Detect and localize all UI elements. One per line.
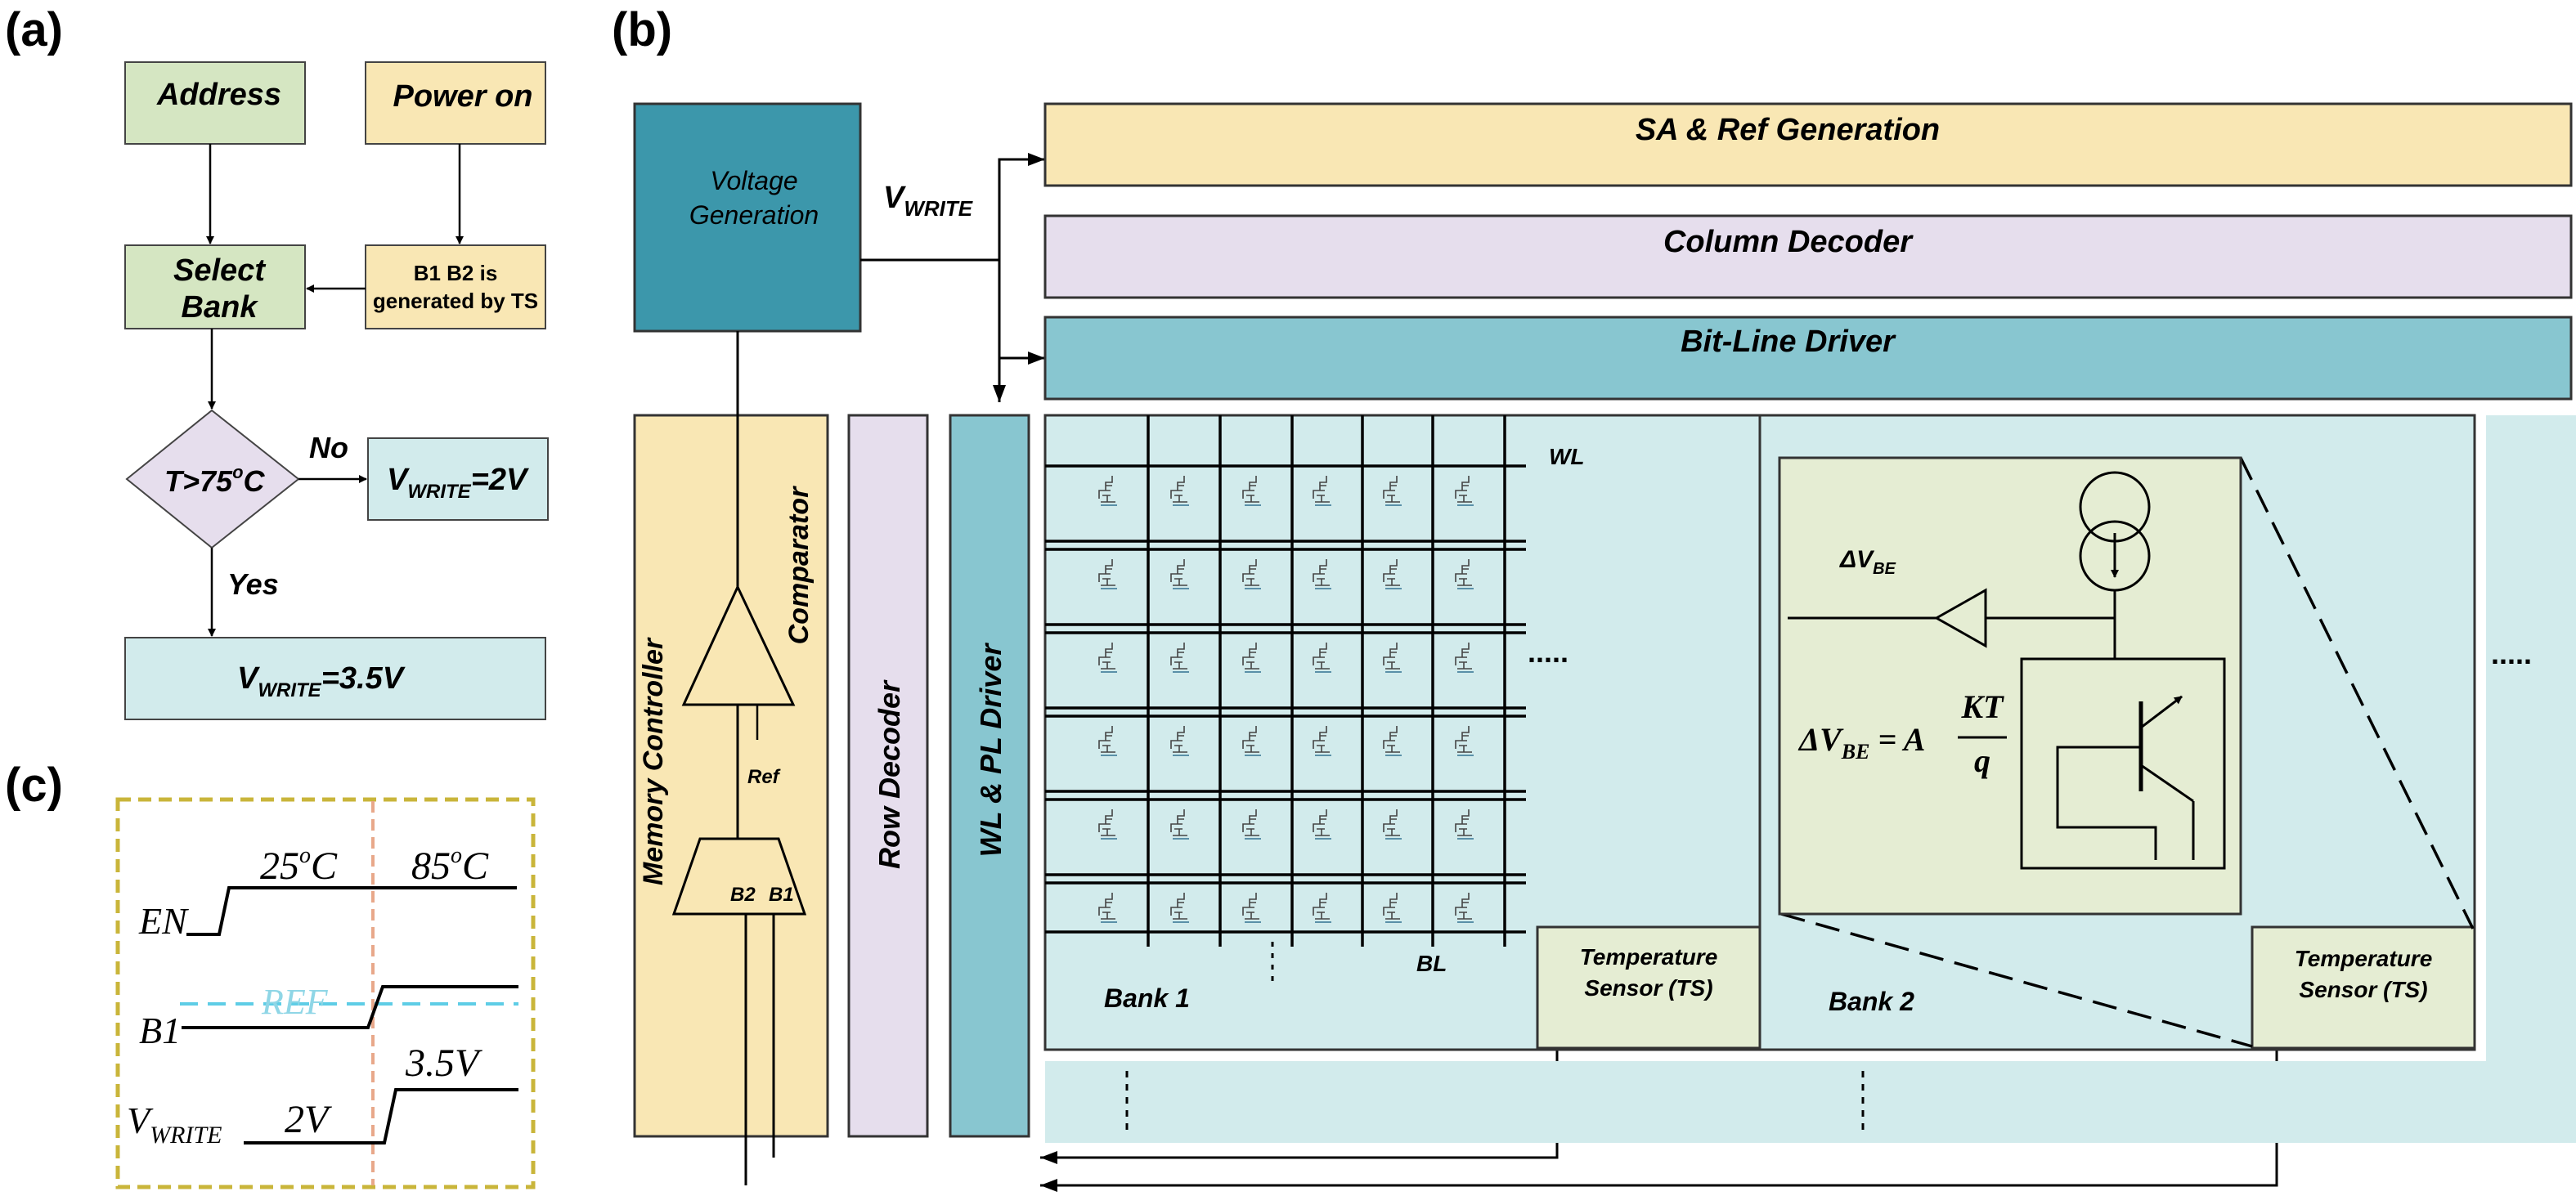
right-bank-strip	[2486, 415, 2576, 1143]
row-decoder-block	[847, 414, 929, 1138]
ts1-line2: Sensor (TS)	[1584, 975, 1712, 1001]
select-bank-line1: Select	[173, 253, 266, 288]
bank1-label: Bank 1	[1104, 983, 1190, 1013]
temp-85: 85oC	[411, 843, 489, 888]
b1b2-line2: generated by TS	[373, 289, 538, 313]
timing-frame	[115, 797, 536, 1189]
mux-b1-label: B1	[769, 884, 794, 906]
bitline-driver-label: Bit-Line Driver	[1681, 325, 1896, 359]
mux-symbol	[671, 837, 807, 916]
vwrite-waveform	[244, 1088, 518, 1144]
column-decoder-block	[1043, 214, 2573, 299]
voltage-gen-line2: Generation	[689, 200, 819, 230]
equation-numerator: KT	[1960, 688, 2004, 725]
v2-label: 2V	[285, 1098, 332, 1141]
wl-label: WL	[1549, 444, 1585, 469]
vwrite-3v5-box	[124, 637, 546, 720]
bank1-dots: .....	[1528, 635, 1568, 669]
no-label: No	[309, 431, 348, 464]
column-decoder-label: Column Decoder	[1663, 225, 1914, 259]
en-waveform	[186, 886, 517, 936]
address-box	[124, 61, 306, 145]
b1b2-line1: B1 B2 is	[414, 261, 498, 285]
delta-vbe-label: ΔVBE	[1839, 546, 1896, 578]
wl-pl-driver-block	[949, 414, 1030, 1138]
right-dots: .....	[2491, 637, 2532, 670]
yes-label: Yes	[227, 567, 279, 601]
vwrite-2v-box	[367, 437, 549, 521]
voltage-gen-line1: Voltage	[710, 166, 797, 195]
sa-ref-block	[1043, 102, 2573, 187]
decision-label: T>75oC	[164, 462, 266, 498]
flowchart: Address Power on Select Bank B1 B2 is ge…	[124, 61, 549, 720]
mux-b2-label: B2	[730, 884, 756, 906]
address-label: Address	[156, 78, 281, 112]
b1b2-box	[365, 244, 546, 329]
select-bank-line2: Bank	[182, 290, 259, 325]
ts2-block	[2251, 925, 2476, 1050]
vwrite-3v5-label: VWRITE=3.5V	[237, 661, 406, 701]
sa-ref-label: SA & Ref Generation	[1636, 113, 1940, 147]
en-label: EN	[138, 900, 189, 942]
power-on-box	[365, 61, 546, 145]
vwrite-arch-label: VWRITE	[883, 181, 973, 221]
buffer-symbol	[1933, 588, 1987, 648]
memory-controller-label: Memory Controller	[638, 637, 669, 885]
panel-label-a: (a)	[5, 3, 63, 56]
ts-detail-inset	[1778, 456, 2242, 916]
b1-waveform	[182, 985, 518, 1029]
bank2-label: Bank 2	[1829, 987, 1914, 1016]
v35-label: 3.5V	[405, 1041, 482, 1085]
equation-denominator: q	[1974, 742, 1990, 779]
lower-bank-strip	[1045, 1061, 2576, 1143]
ts2-line1: Temperature	[2295, 946, 2433, 971]
ref-label: REF	[261, 982, 329, 1022]
temp-25: 25oC	[260, 843, 338, 888]
ts1-line1: Temperature	[1580, 944, 1718, 970]
vwrite-2v-label: VWRITE=2V	[387, 463, 529, 503]
architecture: Voltage Generation VWRITE SA & Ref Gener…	[633, 102, 2576, 1192]
delta-vbe-equation: ΔVBE = A	[1797, 721, 1925, 764]
voltage-generation-block	[633, 102, 862, 333]
b1-label: B1	[139, 1010, 181, 1051]
memory-controller-block	[633, 414, 829, 1138]
vwrite-label: VWRITE	[127, 1100, 222, 1149]
timing-diagram: EN 25oC 85oC REF B1 VWRITE 2V 3.5V	[115, 797, 536, 1189]
comparator-label: Comparator	[783, 486, 815, 644]
panel-label-b: (b)	[612, 3, 672, 56]
bl-label: BL	[1416, 951, 1447, 976]
bjt-box	[2020, 657, 2226, 870]
panel-label-c: (c)	[5, 759, 63, 812]
row-decoder-label: Row Decoder	[873, 679, 906, 869]
power-on-label: Power on	[393, 79, 532, 114]
select-bank-box	[124, 244, 306, 329]
wl-pl-driver-label: WL & PL Driver	[974, 643, 1008, 858]
ts1-block	[1536, 925, 1761, 1050]
bitline-driver-block	[1043, 316, 2573, 401]
ts2-line2: Sensor (TS)	[2299, 977, 2427, 1002]
cell-array	[1045, 415, 1526, 947]
ref-input-label: Ref	[747, 766, 781, 788]
